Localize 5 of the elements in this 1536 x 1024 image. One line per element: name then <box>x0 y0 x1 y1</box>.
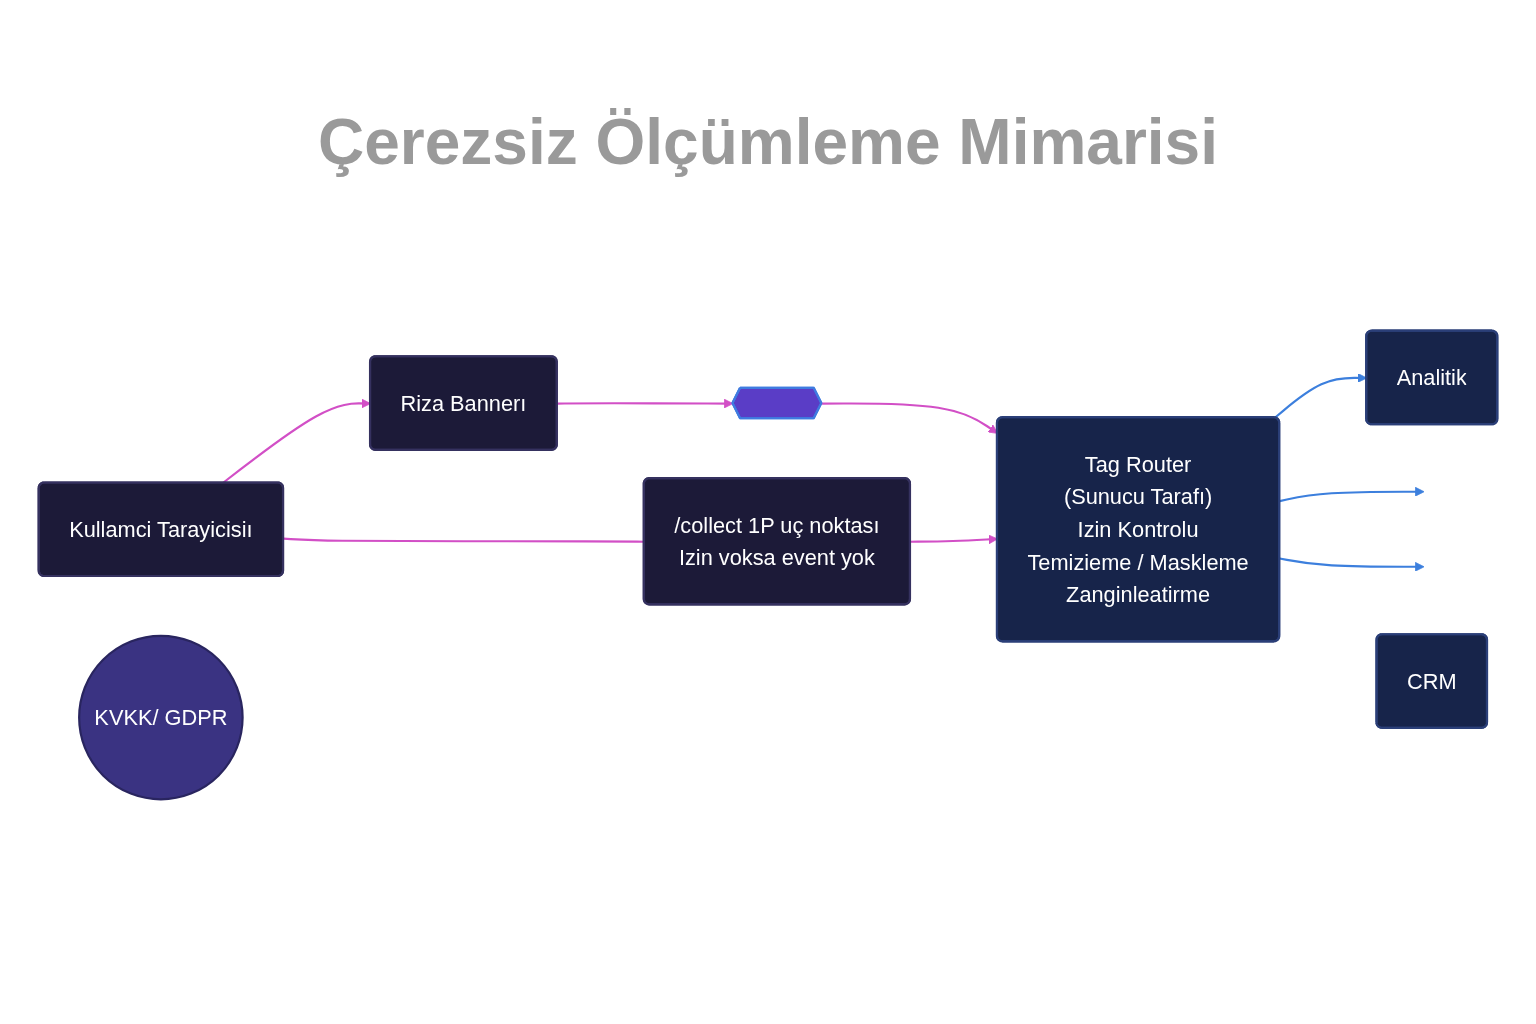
diagram-title: Çerezsiz Ölçümleme Mimarisi <box>318 105 1218 179</box>
node-circle: KVKK/ GDPR <box>78 634 244 801</box>
arrow <box>1279 486 1425 503</box>
arrow <box>1279 557 1425 572</box>
arrow <box>557 398 734 409</box>
